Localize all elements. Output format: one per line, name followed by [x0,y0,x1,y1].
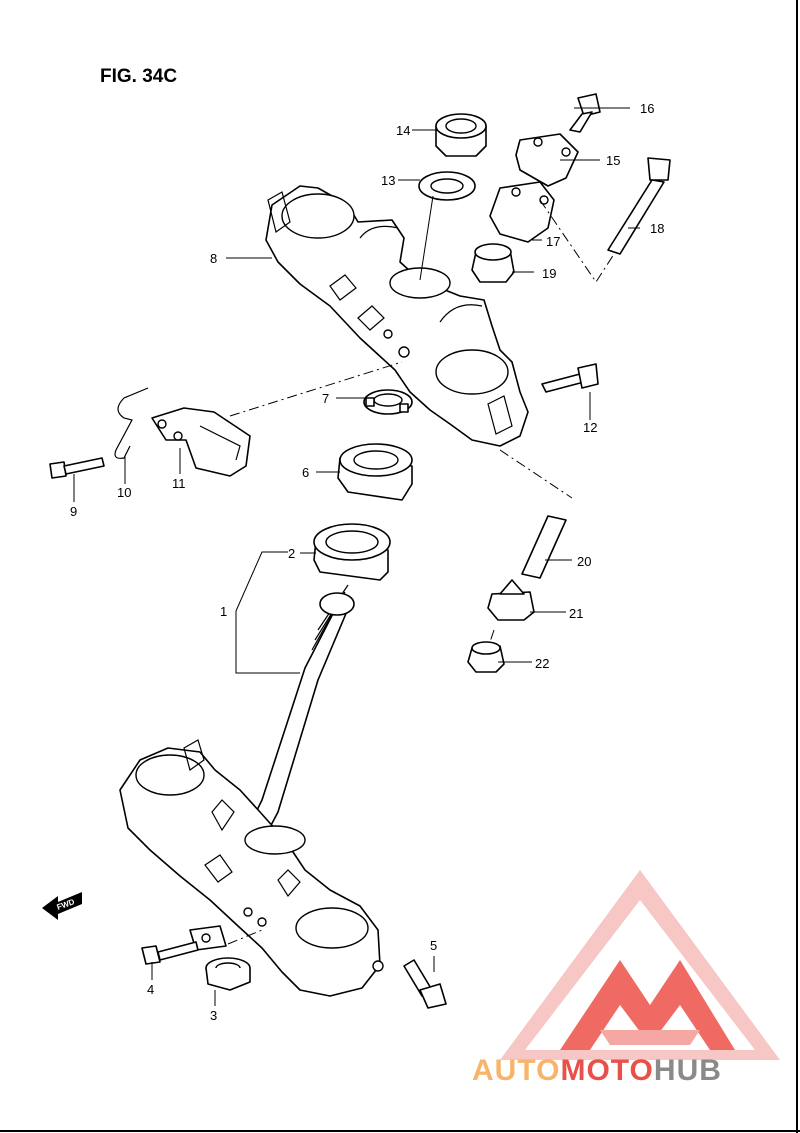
callout-14: 14 [396,123,410,138]
upper-bracket [265,185,529,447]
logo-word-moto: MOTO [560,1054,653,1087]
fwd-arrow-icon: FWD [42,892,82,920]
stem-bearing [313,523,391,581]
callout-21: 21 [569,606,583,621]
assembly-line-21-22 [489,629,495,643]
handlebar-holder-lower [489,181,555,243]
callout-2: 2 [288,546,295,561]
bolt-9 [49,457,105,479]
washer [418,171,476,201]
callout-16: 16 [640,101,654,116]
rubber-damper-lower [487,579,535,621]
steering-nut [363,389,413,415]
callout-13: 13 [381,173,395,188]
collar-pin [521,515,567,579]
callout-17: 17 [546,234,560,249]
bolt-4 [141,941,199,965]
cap-nut [435,113,487,157]
callout-12: 12 [583,420,597,435]
logo-word: AUTOMOTOHUB [472,1054,722,1087]
triangle-m-logo-icon [500,870,780,1060]
callout-22: 22 [535,656,549,671]
assembly-line-8-20 [499,449,573,499]
callout-19: 19 [542,266,556,281]
callout-18: 18 [650,221,664,236]
assembly-line-3-bracket [227,929,263,945]
wire-clip [114,387,149,459]
cable-guide-bracket [151,407,251,477]
callout-1: 1 [220,604,227,619]
figure-title: FIG. 34C [100,66,177,87]
bolt-12 [541,363,599,393]
callout-10: 10 [117,485,131,500]
assembly-line-17-18 [539,199,615,283]
steering-stem [119,584,384,997]
logo-word-hub: HUB [654,1054,722,1087]
callout-20: 20 [577,554,591,569]
callout-7: 7 [322,391,329,406]
grommet [205,957,251,991]
callout-8: 8 [210,251,217,266]
bolt-5 [403,959,447,1009]
rubber-damper [471,243,515,283]
callout-5: 5 [430,938,437,953]
callout-15: 15 [606,153,620,168]
bolt-18 [607,157,671,255]
callout-6: 6 [302,465,309,480]
callout-9: 9 [70,504,77,519]
handlebar-holder-upper [515,133,579,187]
head-bearing [337,443,413,501]
flange-nut [467,641,505,673]
bolt-16 [569,93,601,133]
callout-11: 11 [172,476,186,491]
logo-word-auto: AUTO [472,1054,560,1087]
callout-4: 4 [147,982,154,997]
callout-3: 3 [210,1008,217,1023]
